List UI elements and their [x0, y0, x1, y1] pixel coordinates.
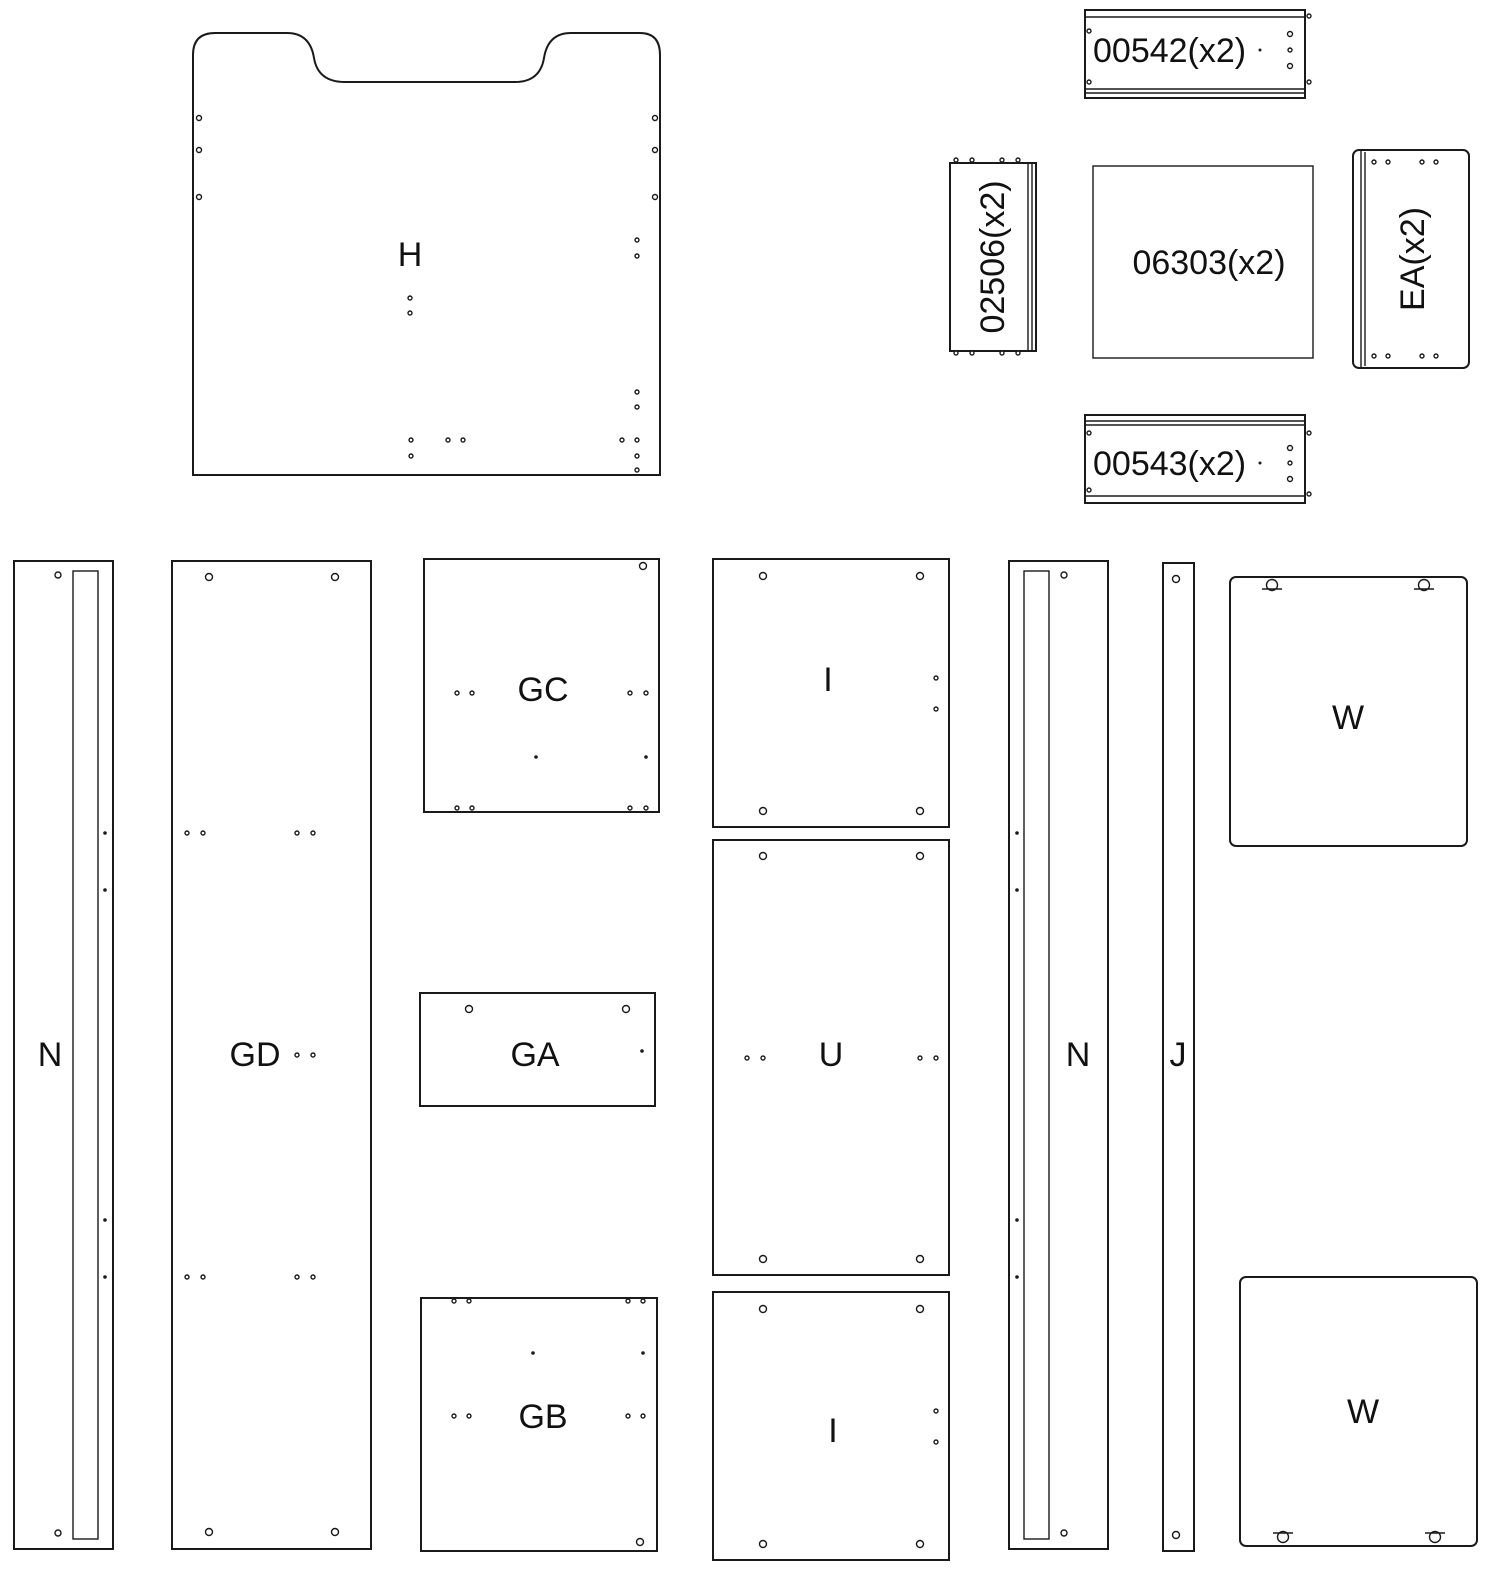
label-n-left: N	[38, 1036, 63, 1074]
panel-gd: GD	[171, 560, 372, 1550]
label-h: H	[398, 236, 423, 274]
panel-ga: GA	[419, 992, 656, 1107]
label-i-bottom: I	[828, 1412, 837, 1450]
panel-h-holes	[195, 114, 659, 473]
panel-gb: GB	[420, 1297, 658, 1552]
part-ea: EA(x2)	[1352, 149, 1470, 369]
label-gd: GD	[230, 1036, 281, 1074]
label-gb: GB	[518, 1398, 567, 1436]
panel-h: H	[192, 32, 661, 476]
panel-u: U	[712, 839, 950, 1276]
label-n-right: N	[1066, 1036, 1091, 1074]
panel-n-left: N	[13, 560, 114, 1550]
panel-gc: GC	[423, 558, 660, 813]
label-00542: 00542(x2)	[1093, 32, 1246, 70]
label-ea: EA(x2)	[1394, 207, 1432, 311]
part-00542: 00542(x2)	[1084, 9, 1312, 99]
panel-w-bottom: W	[1239, 1276, 1478, 1547]
label-gc: GC	[518, 671, 569, 709]
label-j: J	[1170, 1036, 1187, 1074]
label-w-bottom: W	[1347, 1393, 1379, 1431]
part-06303: 06303(x2)	[1092, 165, 1314, 359]
label-w-top: W	[1332, 699, 1364, 737]
part-02506: 02506(x2)	[949, 157, 1037, 356]
panel-w-top: W	[1229, 576, 1468, 847]
part-00543: 00543(x2)	[1084, 414, 1312, 504]
label-02506: 02506(x2)	[974, 180, 1012, 333]
panel-n-right: N	[1008, 560, 1109, 1550]
panel-i-bottom: I	[712, 1291, 950, 1561]
panel-j: J	[1162, 562, 1195, 1552]
label-06303: 06303(x2)	[1132, 244, 1285, 282]
label-u: U	[819, 1036, 844, 1074]
panel-i-top: I	[712, 558, 950, 828]
label-ga: GA	[510, 1036, 559, 1074]
label-00543: 00543(x2)	[1093, 445, 1246, 483]
label-i-top: I	[823, 661, 832, 699]
